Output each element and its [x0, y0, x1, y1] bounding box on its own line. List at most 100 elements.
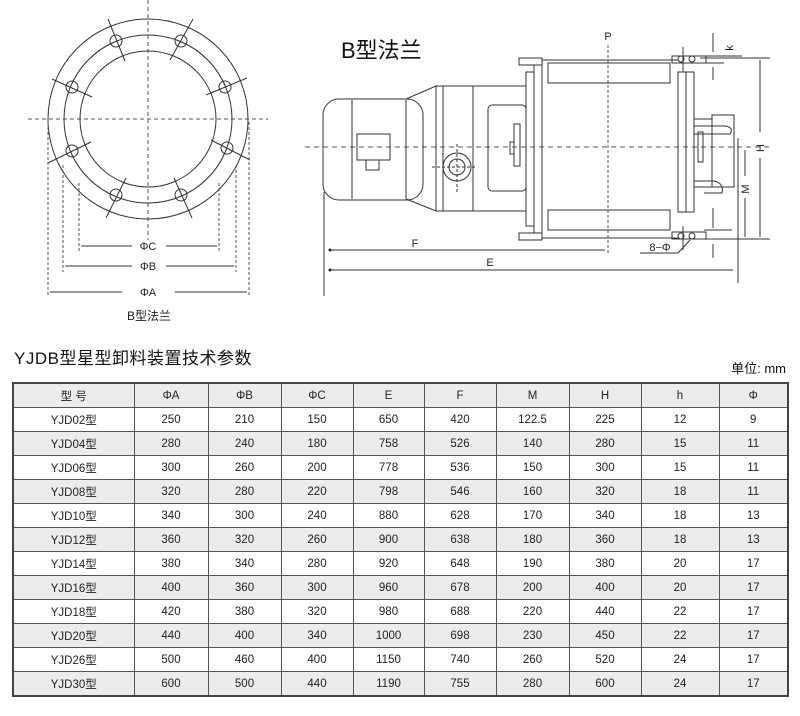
value-cell: 300 — [280, 575, 354, 600]
value-cell: 360 — [568, 527, 642, 552]
value-cell: 420 — [423, 407, 497, 432]
dim-holes: 8−Φ — [649, 242, 671, 254]
value-cell: 11 — [718, 479, 789, 504]
value-cell: 536 — [423, 455, 497, 480]
table-header-row: 型 号 ΦA ΦB ΦC E F M H h Φ — [12, 382, 789, 408]
col-header: Φ — [718, 382, 789, 408]
value-cell: 13 — [718, 527, 789, 552]
value-cell: 240 — [280, 503, 354, 528]
value-cell: 280 — [280, 551, 354, 576]
value-cell: 180 — [280, 431, 354, 456]
model-cell: YJD16型 — [12, 575, 135, 600]
unit-label: 单位: mm — [731, 361, 786, 376]
model-cell: YJD08型 — [12, 479, 135, 504]
model-cell: YJD20型 — [12, 623, 135, 648]
dim-phi-b: ΦB — [140, 261, 156, 273]
table-title: YJDB型星型卸料装置技术参数 — [14, 349, 252, 368]
value-cell: 20 — [640, 551, 720, 576]
dim-phi-c: ΦC — [140, 241, 157, 253]
col-header: ΦB — [207, 382, 282, 408]
model-cell: YJD04型 — [12, 431, 135, 456]
value-cell: 648 — [423, 551, 497, 576]
value-cell: 360 — [207, 575, 282, 600]
value-cell: 20 — [640, 575, 720, 600]
value-cell: 15 — [640, 455, 720, 480]
value-cell: 280 — [207, 479, 282, 504]
value-cell: 11 — [718, 455, 789, 480]
col-header: F — [423, 382, 497, 408]
value-cell: 11 — [718, 431, 789, 456]
dim-phi-a: ΦA — [140, 287, 157, 299]
value-cell: 546 — [423, 479, 497, 504]
value-cell: 280 — [133, 431, 209, 456]
value-cell: 380 — [568, 551, 642, 576]
value-cell: 440 — [133, 623, 209, 648]
value-cell: 1150 — [352, 647, 425, 672]
dim-m: M — [740, 184, 752, 193]
value-cell: 778 — [352, 455, 425, 480]
value-cell: 220 — [280, 479, 354, 504]
value-cell: 638 — [423, 527, 497, 552]
value-cell: 17 — [718, 623, 789, 648]
col-header: h — [640, 382, 720, 408]
value-cell: 688 — [423, 599, 497, 624]
value-cell: 17 — [718, 647, 789, 672]
value-cell: 920 — [352, 551, 425, 576]
value-cell: 740 — [423, 647, 497, 672]
value-cell: 650 — [352, 407, 425, 432]
value-cell: 280 — [568, 431, 642, 456]
value-cell: 520 — [568, 647, 642, 672]
value-cell: 755 — [423, 671, 497, 697]
value-cell: 798 — [352, 479, 425, 504]
model-cell: YJD26型 — [12, 647, 135, 672]
value-cell: 18 — [640, 527, 720, 552]
value-cell: 24 — [640, 671, 720, 697]
value-cell: 758 — [352, 431, 425, 456]
dim-f: F — [412, 238, 419, 250]
value-cell: 15 — [640, 431, 720, 456]
value-cell: 980 — [352, 599, 425, 624]
value-cell: 300 — [133, 455, 209, 480]
value-cell: 628 — [423, 503, 497, 528]
col-header: ΦC — [280, 382, 354, 408]
value-cell: 17 — [718, 671, 789, 697]
value-cell: 320 — [133, 479, 209, 504]
value-cell: 200 — [280, 455, 354, 480]
drawing-title: B型法兰 — [341, 38, 422, 63]
flange-caption: B型法兰 — [127, 309, 172, 323]
value-cell: 220 — [495, 599, 570, 624]
value-cell: 340 — [133, 503, 209, 528]
model-cell: YJD14型 — [12, 551, 135, 576]
col-header: ΦA — [133, 382, 209, 408]
flange-front-view — [28, 0, 268, 296]
value-cell: 200 — [495, 575, 570, 600]
value-cell: 17 — [718, 575, 789, 600]
value-cell: 600 — [133, 671, 209, 697]
value-cell: 260 — [280, 527, 354, 552]
value-cell: 360 — [133, 527, 209, 552]
value-cell: 400 — [207, 623, 282, 648]
value-cell: 210 — [207, 407, 282, 432]
value-cell: 122.5 — [495, 407, 570, 432]
model-cell: YJD30型 — [12, 671, 135, 697]
value-cell: 13 — [718, 503, 789, 528]
value-cell: 440 — [280, 671, 354, 697]
value-cell: 24 — [640, 647, 720, 672]
value-cell: 320 — [280, 599, 354, 624]
value-cell: 900 — [352, 527, 425, 552]
value-cell: 22 — [640, 623, 720, 648]
value-cell: 340 — [568, 503, 642, 528]
value-cell: 140 — [495, 431, 570, 456]
dim-p: P — [604, 31, 611, 43]
value-cell: 460 — [207, 647, 282, 672]
dim-h: H — [755, 144, 767, 152]
model-cell: YJD18型 — [12, 599, 135, 624]
